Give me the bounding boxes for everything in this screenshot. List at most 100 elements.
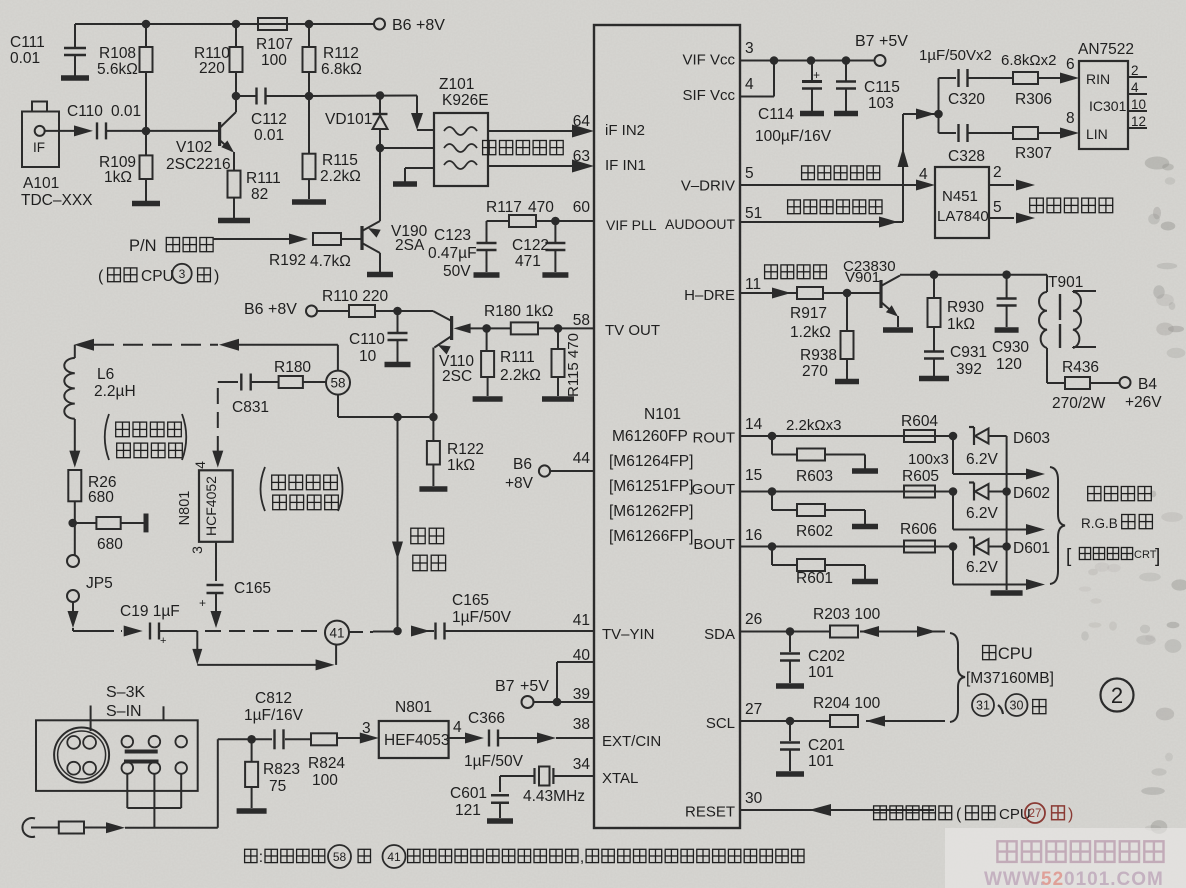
svg-text:101: 101: [808, 753, 834, 770]
svg-text:0.01: 0.01: [10, 50, 40, 67]
svg-text:R823: R823: [263, 761, 300, 778]
svg-text:iF IN2: iF IN2: [605, 122, 645, 139]
svg-text:ROUT: ROUT: [693, 430, 736, 447]
svg-text:(: (: [98, 268, 104, 285]
svg-text:R307: R307: [1015, 145, 1052, 162]
svg-text:4: 4: [919, 166, 928, 183]
svg-text:R824: R824: [308, 755, 345, 772]
svg-text:2.2kΩ: 2.2kΩ: [320, 168, 361, 185]
svg-text:R115 470: R115 470: [565, 333, 582, 397]
svg-text:VIF PLL: VIF PLL: [606, 217, 657, 233]
svg-text:392: 392: [956, 361, 982, 378]
svg-text:R605: R605: [902, 468, 939, 485]
svg-text:1kΩ: 1kΩ: [104, 169, 132, 186]
svg-text:15: 15: [745, 467, 762, 484]
svg-text:30: 30: [1010, 699, 1024, 713]
svg-text:+5V: +5V: [520, 678, 549, 695]
svg-text:5.6kΩ: 5.6kΩ: [97, 61, 138, 78]
svg-text:51: 51: [745, 205, 762, 222]
svg-text:1kΩ: 1kΩ: [947, 316, 975, 333]
svg-text:C111: C111: [10, 34, 45, 51]
svg-text:2SC2216: 2SC2216: [166, 156, 231, 173]
svg-text:[M61251FP]: [M61251FP]: [609, 478, 693, 495]
svg-text:100µF/16V: 100µF/16V: [755, 128, 832, 145]
svg-text:12: 12: [1131, 114, 1146, 129]
svg-text:AN7522: AN7522: [1078, 41, 1134, 58]
svg-text:0101.COM: 0101.COM: [1064, 869, 1164, 888]
svg-text:27: 27: [1029, 808, 1042, 820]
svg-text:R110: R110: [194, 45, 230, 62]
svg-text:2: 2: [1111, 683, 1123, 708]
svg-text:5: 5: [993, 199, 1002, 216]
svg-text:GOUT: GOUT: [692, 481, 735, 498]
svg-text:AUDOOUT: AUDOOUT: [665, 216, 735, 232]
svg-text:R603: R603: [796, 468, 833, 485]
svg-text:WWW.: WWW.: [984, 869, 1046, 888]
svg-text::: :: [259, 849, 263, 866]
svg-text:C201: C201: [808, 737, 845, 754]
svg-text:1µF/16V: 1µF/16V: [244, 707, 304, 724]
svg-text:R115: R115: [322, 152, 358, 169]
svg-text:(: (: [956, 806, 962, 823]
svg-text:): ): [214, 268, 219, 285]
svg-text:N451: N451: [942, 188, 978, 205]
svg-text:B6: B6: [513, 456, 532, 473]
svg-text:A101: A101: [23, 175, 59, 192]
svg-text:D601: D601: [1013, 540, 1050, 557]
svg-text:R117: R117: [486, 199, 522, 216]
svg-text:4: 4: [745, 76, 754, 93]
svg-text:C165: C165: [452, 592, 489, 609]
svg-text:1µF/50V: 1µF/50V: [452, 609, 512, 626]
svg-text:[M61266FP]: [M61266FP]: [609, 528, 693, 545]
svg-text:R111: R111: [500, 349, 535, 366]
svg-text:4.43MHz: 4.43MHz: [523, 788, 585, 805]
svg-text:+: +: [160, 635, 166, 647]
svg-text:C930: C930: [992, 339, 1029, 356]
svg-text:C23830: C23830: [843, 258, 896, 275]
svg-text:41: 41: [573, 612, 590, 629]
svg-text:52: 52: [1041, 869, 1064, 888]
svg-text:2SA: 2SA: [395, 237, 425, 254]
svg-text:R930: R930: [947, 299, 984, 316]
svg-text:220: 220: [199, 60, 225, 77]
svg-text:H–DRE: H–DRE: [684, 287, 735, 304]
svg-text:HEF4053: HEF4053: [384, 732, 449, 749]
svg-text:R107: R107: [256, 36, 293, 53]
svg-text:R606: R606: [900, 521, 937, 538]
svg-text:270: 270: [802, 363, 828, 380]
svg-text:680: 680: [97, 536, 123, 553]
svg-text:C110: C110: [67, 103, 103, 120]
svg-text:26: 26: [745, 611, 762, 628]
svg-text:L6: L6: [97, 366, 114, 383]
svg-text:3: 3: [179, 267, 186, 281]
svg-text:270/2W: 270/2W: [1052, 395, 1106, 412]
svg-text:3: 3: [362, 720, 371, 737]
svg-text:R602: R602: [796, 523, 833, 540]
svg-text:S–3K: S–3K: [106, 684, 145, 701]
svg-text:4: 4: [192, 461, 208, 469]
svg-text:[M61264FP]: [M61264FP]: [609, 453, 693, 470]
svg-text:121: 121: [455, 802, 481, 819]
svg-text:VIF Vcc: VIF Vcc: [682, 52, 735, 69]
svg-text:V102: V102: [176, 139, 212, 156]
svg-text:14: 14: [745, 416, 763, 433]
svg-text:R192: R192: [269, 252, 306, 269]
svg-text:[M61262FP]: [M61262FP]: [609, 503, 693, 520]
svg-text:2.2kΩ: 2.2kΩ: [500, 367, 541, 384]
svg-text:120: 120: [996, 356, 1022, 373]
svg-text:C202: C202: [808, 648, 845, 665]
svg-text:T901: T901: [1048, 274, 1083, 291]
svg-text:63: 63: [573, 148, 590, 165]
svg-text:IC301: IC301: [1089, 98, 1127, 114]
svg-text:50V: 50V: [443, 263, 471, 280]
svg-text:R306: R306: [1015, 91, 1052, 108]
svg-text:RIN: RIN: [1086, 71, 1110, 87]
svg-text:C110: C110: [349, 331, 385, 348]
svg-text:103: 103: [868, 95, 894, 112]
svg-text:N801: N801: [177, 491, 193, 526]
svg-text:N801: N801: [395, 699, 432, 716]
svg-text:[: [: [1066, 546, 1072, 567]
svg-text:V110: V110: [439, 353, 474, 370]
svg-text:V901: V901: [845, 269, 880, 286]
svg-text:R111: R111: [246, 170, 281, 187]
